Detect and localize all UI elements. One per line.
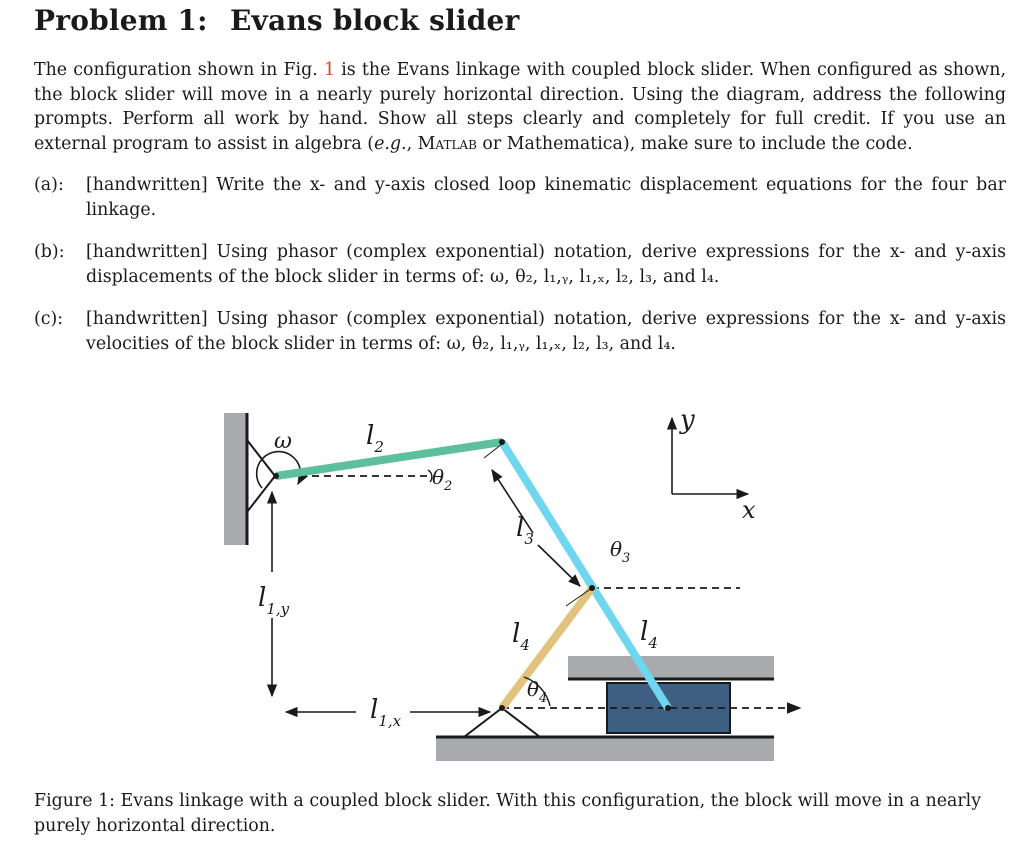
prompt-a: (a): [handwritten] Write the x- and y-ax… — [34, 173, 1006, 222]
theta4-letter: θ — [527, 677, 539, 701]
intro-text-1: The configuration shown in Fig. — [34, 60, 318, 80]
theta3-label: θ3 — [610, 537, 630, 566]
joint-ground-floor — [499, 705, 505, 711]
theta2-label: θ2 — [432, 465, 452, 494]
l4-right-letter: l — [640, 617, 648, 647]
link-l4-rocker — [498, 585, 596, 711]
theta2-subscript: 2 — [443, 479, 452, 494]
joint-l2-l3 — [499, 439, 505, 445]
l2-subscript: 2 — [373, 438, 384, 456]
l4-left-letter: l — [512, 619, 520, 649]
prompt-a-text: [handwritten] Write the x- and y-axis cl… — [86, 175, 1006, 220]
l2-label: l2 — [366, 421, 384, 456]
l2-letter: l — [366, 421, 374, 451]
intro-text-2: is the Evans linkage with coupled block … — [34, 60, 1006, 154]
wall-ground — [224, 413, 247, 545]
l3-subscript: 3 — [524, 530, 534, 548]
problem-heading: Problem 1: Evans block slider — [34, 4, 520, 37]
theta4-arc — [523, 676, 551, 707]
l4-left-subscript: 4 — [519, 636, 530, 654]
intro-paragraph: The configuration shown in Fig. 1 is the… — [34, 58, 1006, 156]
prompt-b-label: (b): — [34, 242, 65, 262]
tick-l3-start — [483, 443, 503, 459]
joint-block — [665, 705, 671, 711]
theta4-label: θ4 — [527, 677, 547, 706]
problem-title: Evans block slider — [230, 4, 520, 37]
l1x-subscript: 1,x — [378, 712, 401, 730]
l3-dimension-arrow-upper — [491, 468, 534, 534]
theta4-subscript: 4 — [538, 691, 547, 706]
link-l2 — [275, 438, 503, 480]
x-axis-label: x — [742, 496, 756, 524]
theta3-subscript: 3 — [622, 551, 630, 566]
floor-ground — [436, 737, 774, 761]
prompt-c-label: (c): — [34, 309, 64, 329]
prompt-c-text: [handwritten] Using phasor (complex expo… — [86, 309, 1006, 354]
figure-reference-link[interactable]: 1 — [323, 60, 336, 80]
intro-matlab: Matlab — [417, 133, 477, 154]
l3-dimension-arrow-lower — [537, 544, 581, 587]
l3-label: l3 — [516, 513, 534, 548]
theta3-letter: θ — [610, 537, 622, 561]
l3-letter: l — [516, 513, 524, 543]
wall-pivot-support — [246, 437, 277, 515]
intro-eg: e.g. — [374, 133, 407, 154]
prompt-c: (c): [handwritten] Using phasor (complex… — [34, 307, 1006, 356]
tick-l3-end — [565, 587, 593, 607]
intro-text-4: or Mathematica), make sure to include th… — [476, 133, 913, 154]
intro-text-3: , — [406, 133, 418, 154]
l4-label-right: l4 — [640, 617, 658, 652]
floor-pivot-support — [461, 706, 543, 738]
prompt-b-text: [handwritten] Using phasor (complex expo… — [86, 242, 1006, 287]
l1x-letter: l — [370, 695, 378, 725]
l1y-label: l1,y — [258, 583, 290, 618]
theta2-letter: θ — [432, 465, 444, 489]
joint-ground-wall — [273, 473, 279, 479]
problem-number: Problem 1: — [34, 4, 208, 37]
l1y-letter: l — [258, 583, 266, 613]
theta2-arc — [427, 469, 433, 483]
link-l3-l4 — [498, 439, 672, 711]
figure-caption: Figure 1: Evans linkage with a coupled b… — [34, 791, 982, 836]
y-axis-label: y — [679, 405, 695, 435]
l1x-label: l1,x — [370, 695, 402, 730]
prompt-a-label: (a): — [34, 175, 64, 195]
prompt-b: (b): [handwritten] Using phasor (complex… — [34, 240, 1006, 289]
slider-guide-top — [568, 656, 774, 678]
omega-label: ω — [274, 429, 292, 454]
evans-linkage-figure: ω l2 θ2 l3 θ3 l1,y l4 l4 θ4 l1,x y x — [224, 405, 802, 761]
l4-label-left: l4 — [512, 619, 530, 654]
l1y-subscript: 1,y — [266, 600, 289, 618]
l4-right-subscript: 4 — [647, 634, 658, 652]
